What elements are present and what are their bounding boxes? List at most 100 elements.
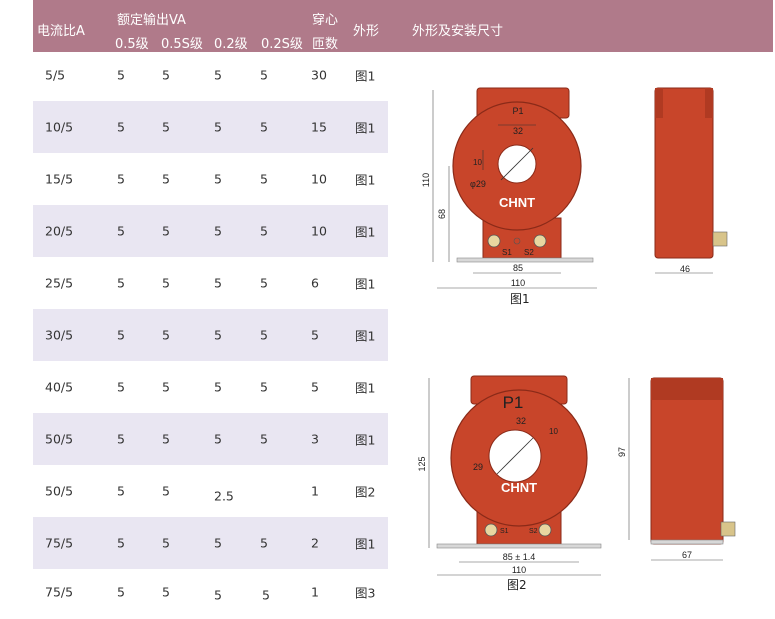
cell-class-02: 5: [214, 223, 222, 239]
figure2-side-view: 97 67: [617, 377, 736, 561]
table-row: 30/5 5 5 5 5 5 图1: [33, 309, 388, 361]
cell-class-05: 5: [117, 223, 125, 239]
fig2-p1-label: P1: [503, 393, 524, 412]
cell-turns: 6: [311, 275, 319, 291]
fig1-dim-110-v: 110: [421, 173, 431, 187]
fig1-s2: S2: [524, 248, 534, 257]
cell-figure: 图1: [355, 536, 376, 552]
cell-class-02s: 5: [260, 379, 268, 395]
cell-class-02s: 5: [260, 535, 268, 551]
cell-figure: 图1: [355, 432, 376, 448]
header-turns-top: 穿心: [312, 13, 339, 28]
fig1-dim-85: 85: [513, 263, 523, 273]
table-row: 75/5 5 5 5 5 1 图3: [33, 566, 388, 618]
cell-class-05s: 5: [162, 379, 170, 395]
cell-turns: 2: [311, 535, 319, 551]
cell-class-05: 5: [117, 535, 125, 551]
table-row: 5/5 5 5 5 5 30 图1: [33, 49, 388, 101]
cell-ratio: 15/5: [45, 171, 74, 187]
cell-ratio: 10/5: [45, 119, 74, 135]
terminal-s2-icon: [538, 523, 552, 537]
cell-figure: 图1: [355, 276, 376, 292]
fig2-dim-125: 125: [417, 456, 427, 471]
cell-class-02: 5: [214, 67, 222, 83]
cell-class-05: 5: [117, 275, 125, 291]
cell-turns: 1: [311, 483, 319, 499]
terminal-s1-icon: [484, 523, 498, 537]
cell-turns: 1: [311, 584, 319, 600]
fig2-dim-97: 97: [617, 447, 627, 457]
fig2-dim-10: 10: [549, 427, 558, 436]
cell-class-02: 5: [214, 587, 222, 603]
cell-figure: 图1: [355, 120, 376, 136]
cell-class-05s: 5: [162, 223, 170, 239]
cell-class-02: 5: [214, 535, 222, 551]
cell-class-02: 5: [214, 275, 222, 291]
cell-ratio: 75/5: [45, 535, 74, 551]
table-row: 40/5 5 5 5 5 5 图1: [33, 361, 388, 413]
fig2-dim-29: 29: [473, 462, 483, 472]
cell-class-02s: 5: [260, 223, 268, 239]
table-row: 50/5 5 5 2.5 1 图2: [33, 465, 388, 517]
header-ratio: 电流比A: [37, 24, 85, 39]
cell-class-02s: 5: [260, 327, 268, 343]
cell-class-02: 5: [214, 119, 222, 135]
fig1-dim-32: 32: [513, 126, 523, 136]
cell-ratio: 30/5: [45, 327, 74, 343]
header-class-05: 0.5级: [115, 37, 149, 52]
table-row: 10/5 5 5 5 5 15 图1: [33, 101, 388, 153]
table-header: 电流比A 额定输出VA 0.5级 0.5S级 0.2级 0.2S级 穿心 匝数 …: [33, 0, 773, 52]
figure2-front-view: P1 32 10 29 CHNT S1 S2 125 85 ± 1.4 110: [417, 375, 602, 576]
cell-turns: 5: [311, 379, 319, 395]
fig1-dim-46: 46: [680, 264, 690, 274]
cell-class-05s: 5: [162, 275, 170, 291]
cell-class-02s: 5: [260, 275, 268, 291]
cell-class-05s: 5: [162, 584, 170, 600]
cell-class-02: 5: [214, 171, 222, 187]
cell-turns: 10: [311, 171, 327, 187]
fig2-dim-85: 85 ± 1.4: [503, 552, 535, 562]
cell-class-05s: 5: [162, 119, 170, 135]
cell-class-05: 5: [117, 119, 125, 135]
header-rated-output: 额定输出VA: [117, 13, 186, 28]
cell-figure: 图1: [355, 224, 376, 240]
figure1-front-view: P1 32 10 φ29 CHNT S1 S2 110 68 85 110: [421, 87, 597, 289]
cell-class-02s: 5: [260, 67, 268, 83]
cell-class-02: 5: [214, 431, 222, 447]
cell-ratio: 50/5: [45, 431, 74, 447]
header-class-02: 0.2级: [214, 37, 248, 52]
fig1-dim-phi29: φ29: [470, 179, 486, 189]
cell-turns: 30: [311, 67, 327, 83]
cell-ratio: 25/5: [45, 275, 74, 291]
cell-class-02s: 5: [260, 431, 268, 447]
cell-figure: 图2: [355, 484, 376, 500]
cell-class-02s: 5: [262, 587, 270, 603]
terminal-s1-icon: [487, 234, 501, 248]
figure2-drawing: P1 32 10 29 CHNT S1 S2 125 85 ± 1.4 110 …: [417, 375, 736, 576]
table-row: 25/5 5 5 5 5 6 图1: [33, 257, 388, 309]
cell-figure: 图3: [355, 585, 376, 601]
cell-class-05: 5: [117, 67, 125, 83]
cell-ratio: 50/5: [45, 483, 74, 499]
fig1-dim-110-h: 110: [511, 278, 525, 288]
fig1-dim-68: 68: [437, 209, 447, 219]
cell-class-05: 5: [117, 584, 125, 600]
cell-class-02: 2.5: [214, 488, 234, 504]
header-turns-bottom: 匝数: [312, 37, 339, 52]
cell-class-02: 5: [214, 327, 222, 343]
fig2-dim-110: 110: [512, 565, 526, 575]
cell-class-05: 5: [117, 171, 125, 187]
terminal-s2-icon: [533, 234, 547, 248]
cell-figure: 图1: [355, 328, 376, 344]
cell-ratio: 20/5: [45, 223, 74, 239]
cell-turns: 15: [311, 119, 327, 135]
fig2-s2: S2: [529, 528, 538, 535]
cell-class-05: 5: [117, 431, 125, 447]
cell-class-05s: 5: [162, 535, 170, 551]
side-terminal-icon: [712, 231, 728, 247]
cell-class-05: 5: [117, 327, 125, 343]
fig1-s1: S1: [502, 248, 512, 257]
figure1-drawing: P1 32 10 φ29 CHNT S1 S2 110 68 85 110 46: [421, 87, 728, 289]
cell-class-05s: 5: [162, 483, 170, 499]
side-terminal-icon: [720, 521, 736, 537]
